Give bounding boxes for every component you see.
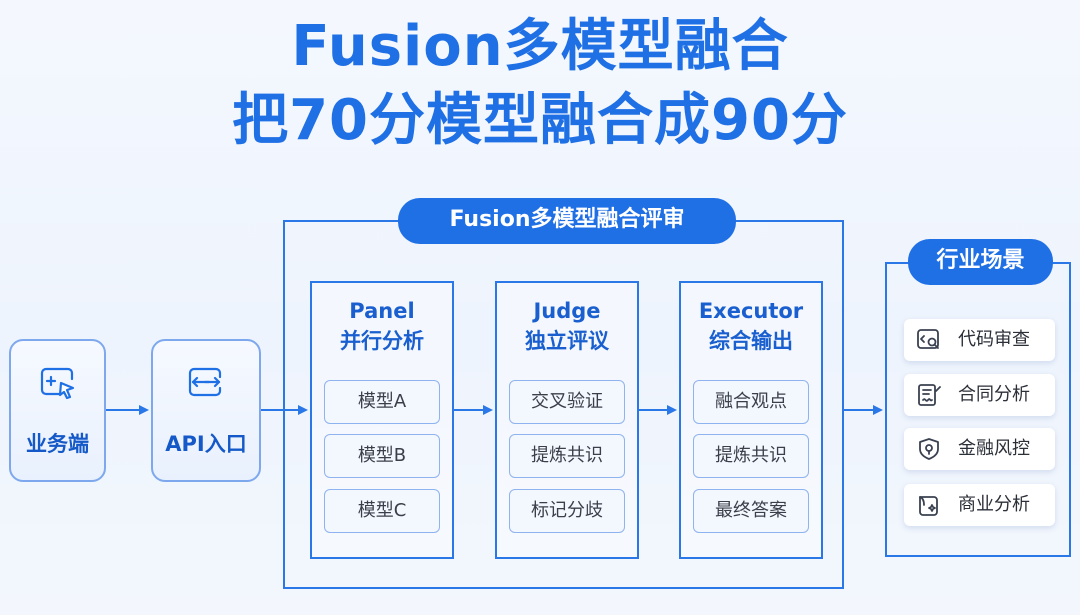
cursor-click-icon xyxy=(39,366,77,404)
fusion-review-label: Fusion多模型融合评审 xyxy=(398,198,736,244)
scenario-code-review: 代码审查 xyxy=(904,319,1055,361)
business-endpoint-label: 业务端 xyxy=(26,432,89,456)
judge-item-consensus: 提炼共识 xyxy=(509,434,625,478)
panel-item-model-c: 模型C xyxy=(324,489,440,533)
executor-item-fused-view: 融合观点 xyxy=(693,380,809,424)
panel-title: Panel xyxy=(349,299,415,323)
business-chart-icon xyxy=(916,493,942,521)
scenario-label: 金融风控 xyxy=(958,438,1030,459)
api-exchange-icon xyxy=(187,366,225,404)
executor-item-final-answer: 最终答案 xyxy=(693,489,809,533)
scenario-label: 代码审查 xyxy=(958,329,1030,350)
panel-column: Panel 并行分析 模型A 模型B 模型C xyxy=(310,281,454,559)
code-review-icon xyxy=(916,328,942,356)
scenario-label: 合同分析 xyxy=(958,384,1030,405)
executor-title: Executor xyxy=(698,299,804,323)
judge-item-divergence: 标记分歧 xyxy=(509,489,625,533)
scenario-contract-analysis: 合同分析 xyxy=(904,374,1055,416)
judge-title: Judge xyxy=(533,299,601,323)
business-endpoint: 业务端 xyxy=(9,339,106,482)
panel-subtitle: 并行分析 xyxy=(340,329,424,353)
scenarios-label: 行业场景 xyxy=(908,239,1053,285)
executor-column: Executor 综合输出 融合观点 提炼共识 最终答案 xyxy=(679,281,823,559)
contract-icon xyxy=(916,383,942,411)
judge-item-cross-validation: 交叉验证 xyxy=(509,380,625,424)
panel-item-model-a: 模型A xyxy=(324,380,440,424)
judge-column: Judge 独立评议 交叉验证 提炼共识 标记分歧 xyxy=(495,281,639,559)
main-title: Fusion多模型融合 xyxy=(291,14,789,79)
scenario-label: 商业分析 xyxy=(958,494,1030,515)
panel-item-model-b: 模型B xyxy=(324,434,440,478)
executor-subtitle: 综合输出 xyxy=(709,329,793,353)
main-subtitle: 把70分模型融合成90分 xyxy=(232,88,848,153)
judge-subtitle: 独立评议 xyxy=(525,329,609,353)
api-endpoint-label: API入口 xyxy=(165,432,247,456)
scenario-financial-risk: 金融风控 xyxy=(904,428,1055,470)
scenario-business-analysis: 商业分析 xyxy=(904,484,1055,526)
shield-icon xyxy=(916,437,942,465)
api-endpoint: API入口 xyxy=(151,339,261,482)
executor-item-consensus: 提炼共识 xyxy=(693,434,809,478)
